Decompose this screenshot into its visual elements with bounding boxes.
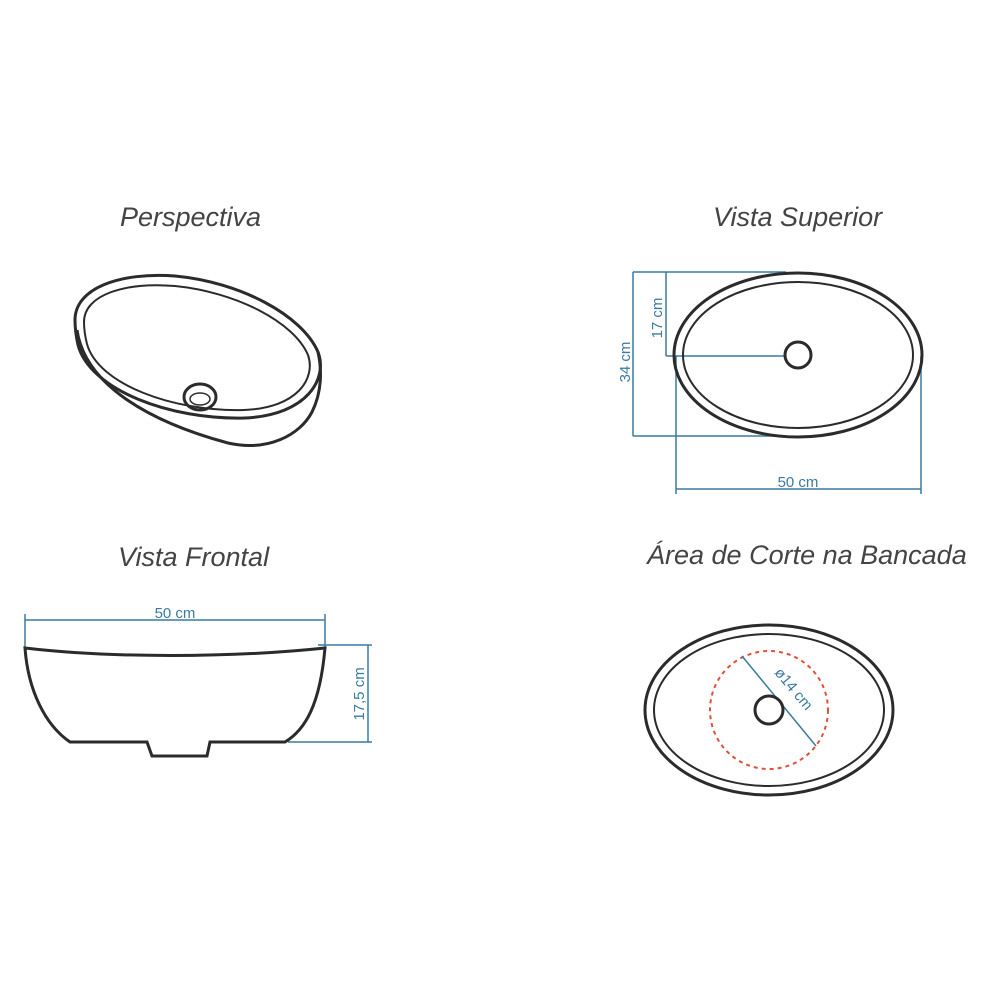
perspective-drain-inner xyxy=(189,392,211,406)
front-width-label: 50 cm xyxy=(155,605,196,622)
top-view-drain xyxy=(783,340,813,370)
cut-area-outer-rim xyxy=(643,623,895,797)
perspective-drain xyxy=(182,382,218,412)
top-view-outer-rim xyxy=(672,271,924,439)
top-width-label: 50 cm xyxy=(778,474,819,491)
front-view-title: Vista Frontal xyxy=(118,542,270,572)
perspective-outer-rim xyxy=(73,273,322,420)
perspective-title: Perspectiva xyxy=(120,202,262,232)
cut-area-inner-rim xyxy=(653,633,885,787)
top-view-inner-rim xyxy=(682,281,914,429)
cut-area-title: Área de Corte na Bancada xyxy=(647,540,967,570)
top-half-depth-label: 17 cm xyxy=(649,298,666,339)
top-depth-label: 34 cm xyxy=(617,342,634,383)
front-view-drawing: 50 cm 17,5 cm xyxy=(23,605,372,758)
front-height-label: 17,5 cm xyxy=(351,667,368,720)
front-view-dimension-lines xyxy=(24,614,372,743)
front-view-bowl xyxy=(23,646,327,758)
perspective-inner-rim xyxy=(82,284,311,412)
cut-area-drain xyxy=(753,694,785,726)
cut-circle xyxy=(709,650,829,770)
top-view-title: Vista Superior xyxy=(713,202,883,232)
perspective-drawing xyxy=(73,273,322,447)
top-view-dimension-lines xyxy=(632,271,922,494)
cut-area-drawing: ø14 cm xyxy=(643,623,895,797)
top-view-drawing: 17 cm 34 cm 50 cm xyxy=(617,271,924,494)
